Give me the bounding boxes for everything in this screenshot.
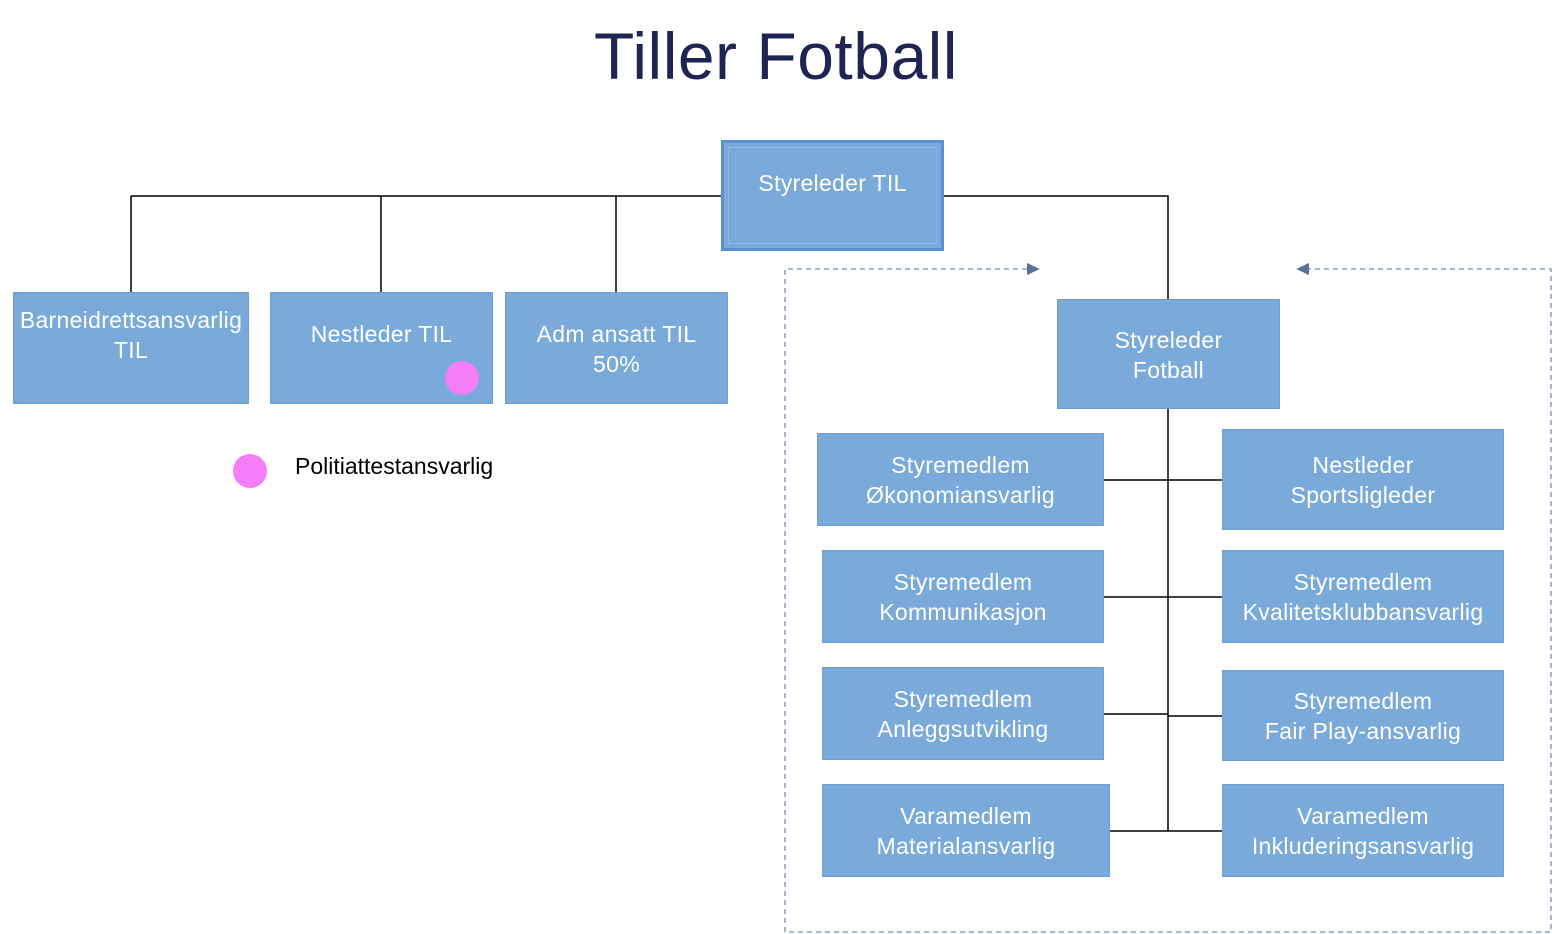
node-inner-border xyxy=(728,147,937,244)
node-label: Nestleder xyxy=(1312,452,1414,478)
node-anleggsutvikling: Styremedlem Anleggsutvikling xyxy=(822,667,1104,760)
politiattest-marker-icon xyxy=(445,361,479,395)
node-label: Styreleder xyxy=(1114,327,1223,353)
node-label: Anleggsutvikling xyxy=(877,716,1049,742)
node-label: Kommunikasjon xyxy=(879,599,1047,625)
node-styreleder-til: Styreleder TIL xyxy=(721,140,944,251)
node-label: Fair Play-ansvarlig xyxy=(1264,718,1462,744)
node-label: Adm ansatt TIL xyxy=(536,321,697,347)
node-materialansvarlig: Varamedlem Materialansvarlig xyxy=(822,784,1110,877)
node-label: TIL xyxy=(113,337,149,363)
connector-to-styreleder-fotball xyxy=(943,195,1169,299)
node-nestleder-til: Nestleder TIL xyxy=(270,292,493,404)
node-label: Styremedlem xyxy=(893,686,1033,712)
node-label: Varamedlem xyxy=(900,803,1032,829)
dashed-frame-left xyxy=(784,268,1552,933)
node-okonomiansvarlig: Styremedlem Økonomiansvarlig xyxy=(817,433,1104,526)
node-label: Styreleder TIL xyxy=(758,170,907,196)
node-label: Styremedlem xyxy=(891,452,1030,478)
node-label: Barneidrettsansvarlig xyxy=(19,307,243,333)
node-barneidrettsansvarlig: Barneidrettsansvarlig TIL xyxy=(13,292,249,404)
node-label: Materialansvarlig xyxy=(876,833,1056,859)
node-label: Sportsligleder xyxy=(1290,482,1436,508)
page-title: Tiller Fotball xyxy=(594,19,958,93)
node-nestleder-sportsligleder: Nestleder Sportsligleder xyxy=(1222,429,1504,530)
node-label: Styremedlem xyxy=(1293,569,1433,595)
arrow-left-icon xyxy=(1296,263,1309,275)
arrow-right-icon xyxy=(1027,263,1040,275)
node-label: Kvalitetsklubbansvarlig xyxy=(1242,599,1484,625)
node-label: Styremedlem xyxy=(1293,688,1433,714)
node-adm-ansatt-til: Adm ansatt TIL 50% xyxy=(505,292,728,404)
legend-label: Politiattestansvarlig xyxy=(295,453,494,479)
node-inkluderingsansvarlig: Varamedlem Inkluderingsansvarlig xyxy=(1222,784,1504,877)
node-label: 50% xyxy=(593,351,640,377)
node-label: Nestleder TIL xyxy=(310,321,453,347)
node-kommunikasjon: Styremedlem Kommunikasjon xyxy=(822,550,1104,643)
node-kvalitetsklubbansvarlig: Styremedlem Kvalitetsklubbansvarlig xyxy=(1222,550,1504,643)
node-label: Styremedlem xyxy=(893,569,1033,595)
node-label: Inkluderingsansvarlig xyxy=(1251,833,1475,859)
legend-marker-icon xyxy=(233,454,267,488)
node-fair-play-ansvarlig: Styremedlem Fair Play-ansvarlig xyxy=(1222,670,1504,761)
node-styreleder-fotball: Styreleder Fotball xyxy=(1057,299,1280,409)
node-label: Fotball xyxy=(1132,357,1205,383)
node-label: Økonomiansvarlig xyxy=(866,482,1055,508)
node-label: Varamedlem xyxy=(1297,803,1429,829)
